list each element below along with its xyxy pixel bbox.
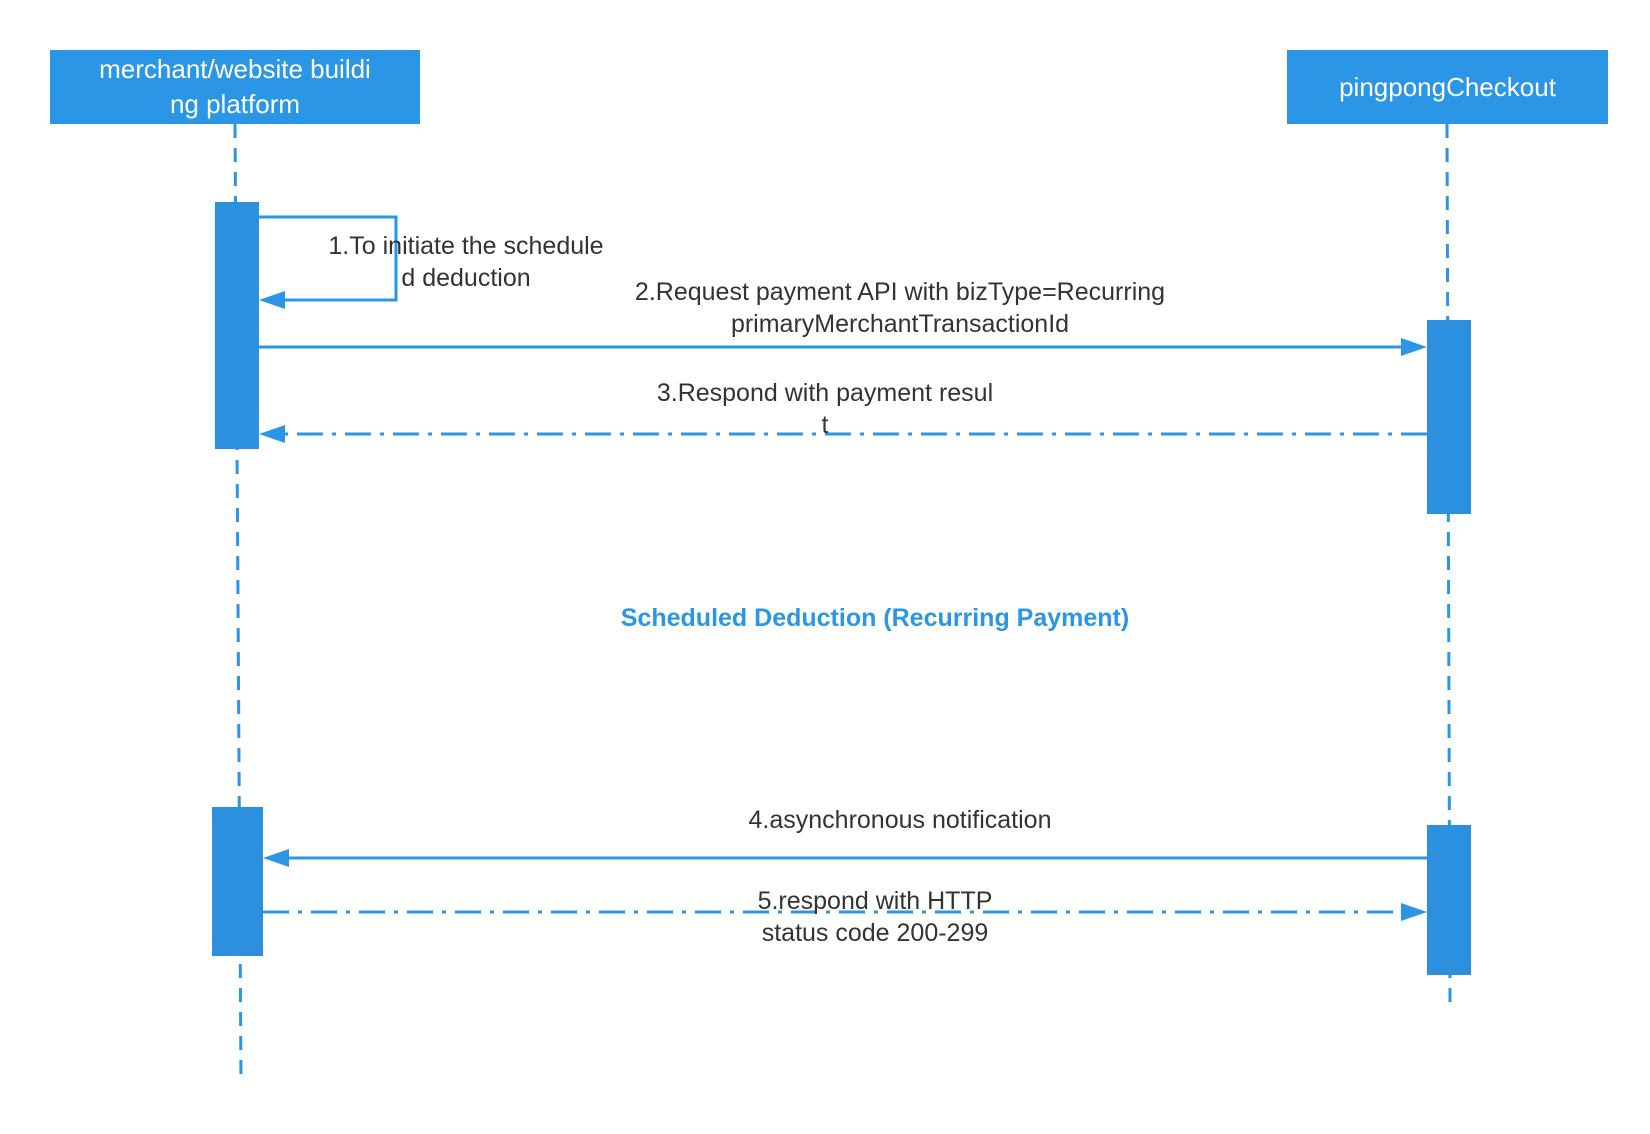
actor-merchant: merchant/website buildi ng platform <box>50 50 420 124</box>
message-3-label: 3.Respond with payment resul t <box>656 379 994 439</box>
activation-bar-pingpong-2 <box>1427 825 1471 975</box>
actor-pingpong-label: pingpongCheckout <box>1339 71 1556 102</box>
message-1-label: 1.To initiate the schedule d deduction <box>328 232 604 292</box>
message-1-arrowhead <box>259 291 285 309</box>
actor-pingpong: pingpongCheckout <box>1287 50 1608 124</box>
activation-bar-pingpong-1 <box>1427 320 1471 514</box>
message-4-arrowhead <box>263 849 289 867</box>
activation-bar-merchant-2 <box>212 807 263 956</box>
message-5-arrowhead <box>1401 903 1427 921</box>
activation-bar-merchant-1 <box>215 202 259 449</box>
message-2-arrowhead <box>1401 338 1427 356</box>
actor-merchant-label: merchant/website buildi ng platform <box>99 54 371 119</box>
message-4-label: 4.asynchronous notification <box>748 806 1052 834</box>
message-3-arrowhead <box>259 425 285 443</box>
diagram-note: Scheduled Deduction (Recurring Payment) <box>620 604 1130 632</box>
message-5-label: 5.respond with HTTP status code 200-299 <box>757 887 993 947</box>
message-2-label: 2.Request payment API with bizType=Recur… <box>634 278 1166 338</box>
message-1-self-loop <box>259 215 398 302</box>
